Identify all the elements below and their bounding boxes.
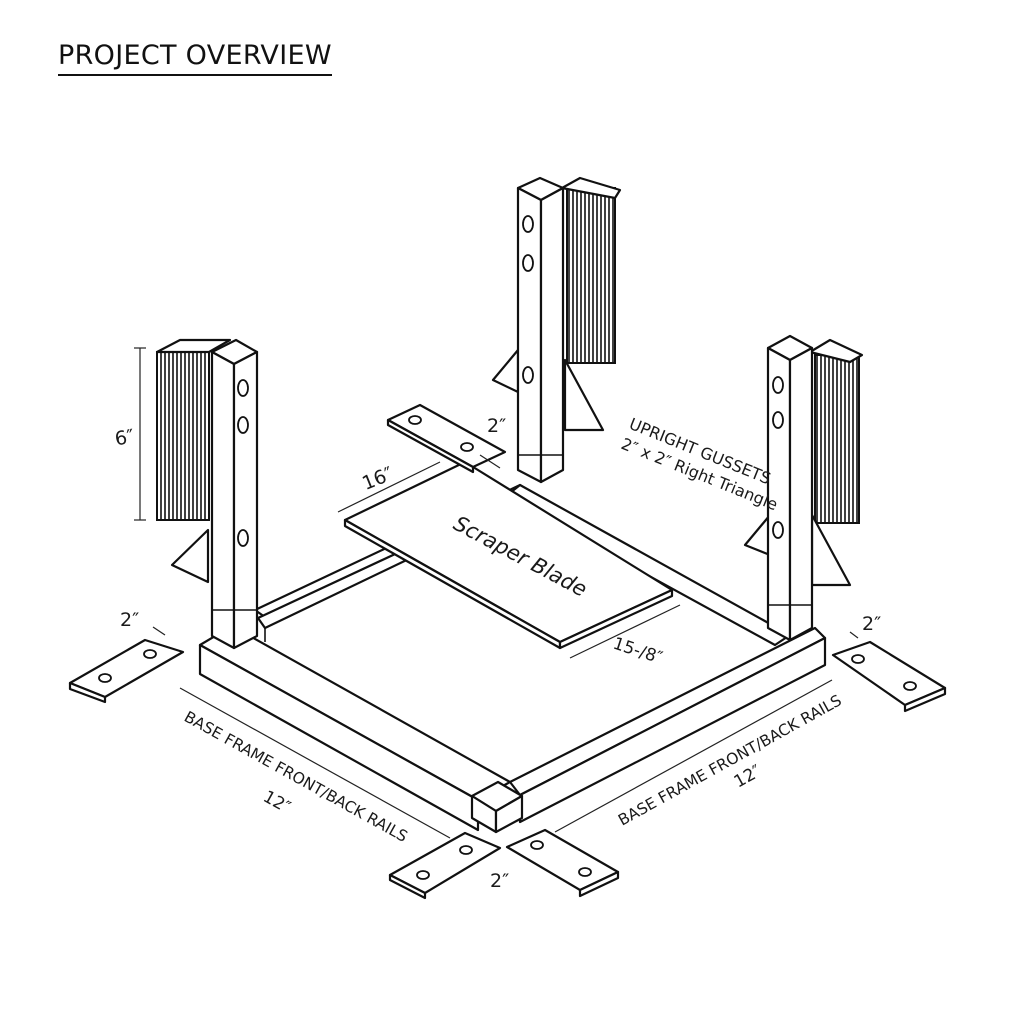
label-left-rails-length: 12″ [260, 787, 294, 818]
base-corner-right [494, 794, 524, 834]
center-gusset-left [491, 348, 520, 394]
left-brush-top [155, 338, 232, 354]
base-front-left-rail-top [198, 624, 512, 802]
base-inner-left-rail [256, 546, 417, 630]
label-right-plate: 2″ [862, 613, 881, 635]
left-gusset [170, 528, 210, 584]
center-brush [566, 187, 616, 364]
right-brush [814, 354, 860, 524]
label-height: 6″ [113, 425, 136, 450]
right-post-front [788, 346, 814, 642]
left-brush [156, 351, 210, 521]
plate-front-right [505, 828, 620, 898]
left-post-hole [237, 529, 249, 547]
left-post-hole [237, 416, 249, 434]
right-brush-top [808, 338, 864, 364]
label-blade-width: 15-/8″ [610, 634, 664, 669]
right-gusset-left [743, 513, 772, 557]
center-upright-assembly [491, 176, 622, 484]
right-gusset-right [810, 513, 852, 587]
right-post-hole [772, 376, 784, 394]
plate-right [831, 640, 947, 713]
plate-front-left [388, 831, 502, 900]
dimension-lines [134, 347, 859, 839]
label-front-plate: 2″ [490, 870, 509, 892]
left-upright-assembly [155, 338, 259, 650]
right-upright-assembly [743, 334, 864, 642]
plate-left [68, 638, 185, 704]
label-left-plate: 2″ [120, 609, 139, 631]
right-post-hole [772, 411, 784, 429]
gusset-plate-center [386, 403, 507, 474]
label-gusset-2: 2″ [487, 415, 506, 437]
center-brush-top [560, 176, 622, 200]
center-post-front [539, 186, 565, 484]
scraper-blade [343, 460, 674, 650]
page-title: PROJECT OVERVIEW [58, 40, 332, 76]
center-post-hole [522, 215, 534, 233]
left-post-front [232, 350, 259, 650]
center-post-hole [522, 366, 534, 384]
scraper-blade-edge-right [558, 588, 674, 650]
center-post-hole [522, 254, 534, 272]
left-post-hole [237, 379, 249, 397]
label-blade-length: 16″ [359, 463, 396, 495]
center-gusset-right [563, 358, 605, 432]
left-post-left [210, 350, 236, 650]
right-post-hole [772, 521, 784, 539]
base-front-left-rail-side [198, 643, 480, 832]
